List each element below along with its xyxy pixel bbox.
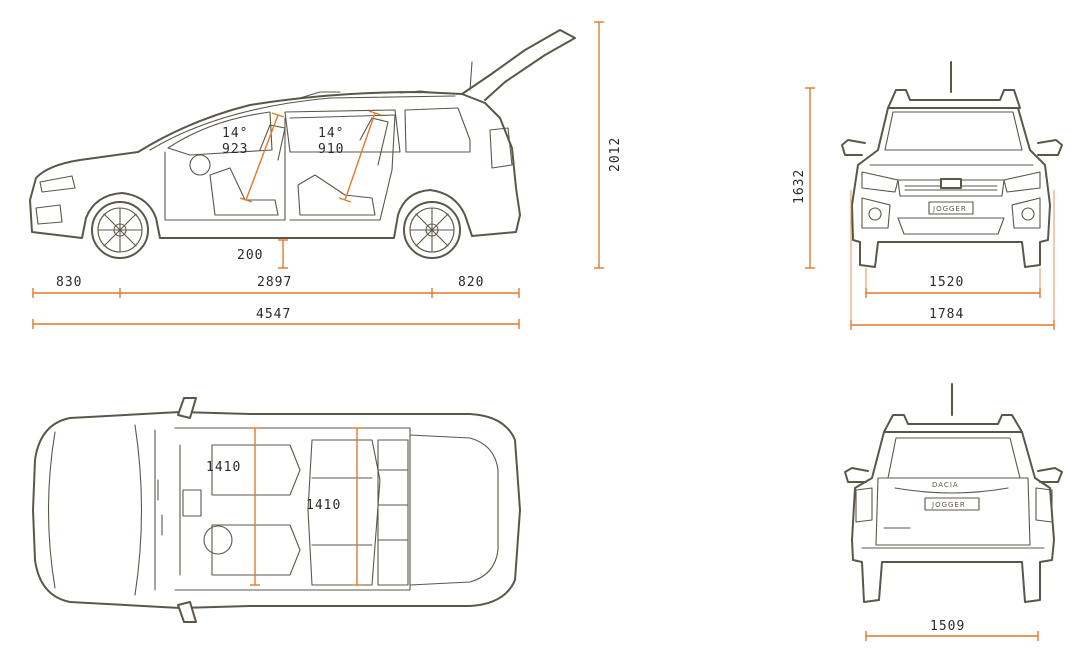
front-plate [928,201,974,215]
overall-length-label: 4547 [256,307,291,322]
rear-brand-text: DACIA [932,481,959,489]
rear-plate [924,497,980,511]
wheelbase-label: 2897 [257,275,292,290]
front-windshield [884,111,1023,151]
rear-seat-angle-label: 14° [318,126,344,141]
front-grille [897,179,1005,197]
front-height-label: 1632 [792,169,807,204]
rear-window [887,437,1021,479]
top-right-mirror [177,601,197,623]
rear-seat-dimension-line [344,112,376,201]
rear-seat-length-label: 910 [318,142,344,157]
side-tailgate-open [461,29,576,101]
side-body-outline [29,91,521,239]
top-left-mirror [177,397,197,419]
front-overhang-label: 830 [56,275,82,290]
tailgate-height-label: 2012 [608,137,623,172]
front-track-label: 1520 [929,275,964,290]
rear-view: DACIA JOGGER 1509 [844,383,1063,641]
rear-badge: JOGGER [931,501,966,509]
top-second-row-seat [307,439,381,586]
front-body-outline [851,107,1051,268]
front-elbow-width-label: 1410 [206,460,241,475]
front-seat-angle-label: 14° [222,126,248,141]
front-right-mirror [1037,139,1063,156]
rear-overhang-label: 820 [458,275,484,290]
top-third-row-seat [377,439,409,586]
front-seat-length-label: 923 [222,142,248,157]
rear-track-label: 1509 [930,619,965,634]
side-rear-window [284,109,401,153]
top-front-left-seat [211,444,301,496]
front-view: JOGGER 1632 1520 1784 [792,61,1063,330]
side-front-wheel [91,201,149,259]
front-badge: JOGGER [932,205,967,213]
overall-width-label: 1784 [929,307,964,322]
ground-clearance-label: 200 [237,248,263,263]
side-view: 14° 923 14° 910 200 830 2897 820 4547 20… [29,21,623,329]
side-quarter-window [404,107,471,153]
side-front-seat [209,167,279,216]
side-rear-seat [297,174,376,216]
front-seat-dimension-line [245,114,279,201]
rear-body-outline [851,431,1055,603]
top-view: 1410 1410 [32,397,521,623]
top-front-right-seat [211,524,301,576]
rear-elbow-width-label: 1410 [306,498,341,513]
top-body-outline [32,411,521,609]
side-rear-wheel [403,201,461,259]
front-left-mirror [841,139,866,156]
